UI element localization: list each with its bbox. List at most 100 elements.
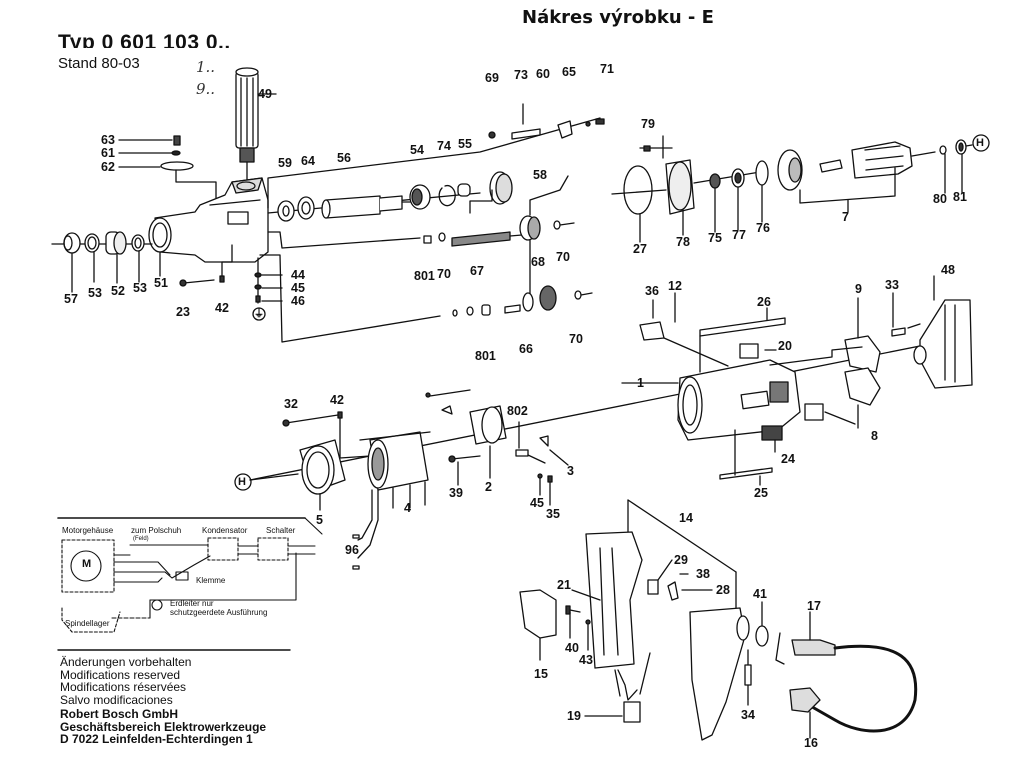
part-label-1: 1 (637, 376, 644, 390)
part-label-34: 34 (741, 708, 755, 722)
part-label-802: 802 (507, 404, 528, 418)
part-label-2: 2 (485, 480, 492, 494)
housing-screws (179, 244, 283, 321)
part-label-45: 45 (291, 281, 305, 295)
label-switch: Schalter (266, 526, 296, 535)
label-terminal: Klemme (196, 576, 226, 585)
motor-symbol: M (82, 558, 92, 570)
part-label-42-b: 42 (330, 393, 344, 407)
wiring-schematic (57, 517, 323, 633)
part-label-54: 54 (410, 143, 424, 157)
motor-housing-group (249, 275, 973, 486)
spindle-shaft-56 (267, 117, 601, 222)
part-label-48: 48 (941, 263, 955, 277)
part-label-61: 61 (101, 146, 115, 160)
part-label-33: 33 (885, 278, 899, 292)
part-label-35: 35 (546, 507, 560, 521)
company-name: Robert Bosch GmbH (60, 707, 179, 721)
part-label-70: 70 (437, 267, 451, 281)
part-label-36: 36 (645, 284, 659, 298)
part-label-32: 32 (284, 397, 298, 411)
part-label-70-c: 70 (569, 332, 583, 346)
armature-group (611, 134, 990, 243)
label-pole-shoe: zum Polschuh (131, 526, 182, 535)
part-label-16: 16 (804, 736, 818, 750)
part-label-3: 3 (567, 464, 574, 478)
label-earth-note-1: Erdleiter nur (170, 599, 214, 608)
notes-block: Änderungen vorbehalten Modifications res… (60, 656, 266, 746)
spindle-bearings (51, 231, 161, 293)
part-label-66: 66 (519, 342, 533, 356)
part-label-60: 60 (536, 67, 550, 81)
part-label-23: 23 (176, 305, 190, 319)
part-label-14: 14 (679, 511, 693, 525)
part-label-79: 79 (641, 117, 655, 131)
part-label-45-b: 45 (530, 496, 544, 510)
part-label-57: 57 (64, 292, 78, 306)
gear-head-group (51, 67, 605, 343)
part-label-69: 69 (485, 71, 499, 85)
part-label-53: 53 (88, 286, 102, 300)
side-handle-49 (235, 67, 277, 181)
part-label-12: 12 (668, 279, 682, 293)
part-label-62: 62 (101, 160, 115, 174)
label-motor-housing: Motorgehäuse (62, 526, 114, 535)
variant-9: 9.. (196, 80, 216, 98)
label-earth-note-2: schutzgeerdete Ausführung (170, 608, 268, 617)
part-label-15: 15 (534, 667, 548, 681)
note-line: Salvo modificaciones (60, 692, 173, 707)
part-label-80: 80 (933, 192, 947, 206)
part-label-65: 65 (562, 65, 576, 79)
part-label-42: 42 (215, 301, 229, 315)
part-label-43: 43 (579, 653, 593, 667)
part-label-75: 75 (708, 231, 722, 245)
part-label-40: 40 (565, 641, 579, 655)
part-label-74: 74 (437, 139, 451, 153)
page-title: Nákres výrobku - E (522, 7, 714, 28)
reference-marker-h-2: H (238, 476, 246, 488)
part-label-5: 5 (316, 513, 323, 527)
handle-group (519, 499, 918, 741)
part-label-27: 27 (633, 242, 647, 256)
part-label-78: 78 (676, 235, 690, 249)
label-capacitor: Kondensator (202, 526, 248, 535)
reference-marker-h: H (976, 137, 984, 149)
part-label-64: 64 (301, 154, 315, 168)
part-label-56: 56 (337, 151, 351, 165)
part-label-8: 8 (871, 429, 878, 443)
part-label-96: 96 (345, 543, 359, 557)
note-line: Modifications reserved (60, 667, 181, 682)
part-label-24: 24 (781, 452, 795, 466)
gear-housing-51 (148, 177, 269, 263)
part-label-20: 20 (778, 339, 792, 353)
company-address: D 7022 Leinfelden-Echterdingen 1 (60, 732, 253, 746)
part-label-59: 59 (278, 156, 292, 170)
part-label-81: 81 (953, 190, 967, 204)
part-label-51: 51 (154, 276, 168, 290)
part-label-46: 46 (291, 294, 305, 308)
part-label-53-b: 53 (133, 281, 147, 295)
part-label-49: 49 (258, 87, 272, 101)
part-label-68: 68 (531, 255, 545, 269)
part-label-17: 17 (807, 599, 821, 613)
part-label-29: 29 (674, 553, 688, 567)
part-label-9: 9 (855, 282, 862, 296)
type-number: Typ 0 601 103 0.. (58, 31, 231, 48)
note-line: Änderungen vorbehalten (60, 655, 192, 669)
part-label-73: 73 (514, 68, 528, 82)
label-spindle-bearing: Spindellager (65, 619, 110, 628)
earth-symbol: ⏚ (254, 309, 264, 320)
part-label-52: 52 (111, 284, 125, 298)
field-brush-group (234, 389, 569, 570)
part-label-7: 7 (842, 210, 849, 224)
part-label-21: 21 (557, 578, 571, 592)
part-label-801-b: 801 (475, 349, 496, 363)
part-label-44: 44 (291, 268, 305, 282)
label-field: (Feld) (133, 536, 149, 542)
part-label-77: 77 (732, 228, 746, 242)
part-label-39: 39 (449, 486, 463, 500)
part-label-58: 58 (533, 168, 547, 182)
part-label-801: 801 (414, 269, 435, 283)
part-label-63: 63 (101, 133, 115, 147)
part-label-38: 38 (696, 567, 710, 581)
